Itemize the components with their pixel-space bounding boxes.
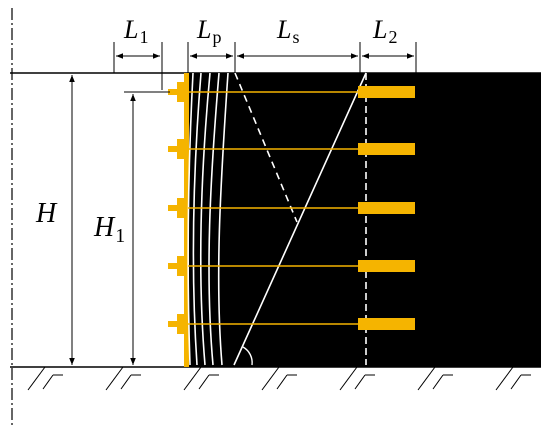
ground-hatching bbox=[27, 366, 531, 391]
anchor-3 bbox=[168, 198, 415, 218]
anchor-4 bbox=[168, 256, 415, 276]
wall-face bbox=[184, 73, 189, 367]
anchor-5 bbox=[168, 314, 415, 334]
anchor-1 bbox=[168, 82, 415, 102]
failure-surface-dashed bbox=[234, 72, 298, 223]
passive-zone-curves bbox=[187, 72, 229, 366]
L2-label: L2 bbox=[372, 15, 397, 47]
H-label: H bbox=[35, 198, 58, 229]
Lp-label: Lp bbox=[196, 15, 221, 47]
Ls-label: Ls bbox=[276, 15, 299, 47]
anchors bbox=[168, 82, 415, 334]
L1-label: L1 bbox=[123, 15, 148, 47]
inclined-failure-line bbox=[233, 72, 367, 366]
anchor-2 bbox=[168, 139, 415, 159]
H1-label: H1 bbox=[93, 212, 125, 247]
top-dimension-ticks bbox=[113, 42, 417, 90]
theta-arc bbox=[242, 346, 253, 366]
theta-label: θ bbox=[258, 340, 270, 366]
